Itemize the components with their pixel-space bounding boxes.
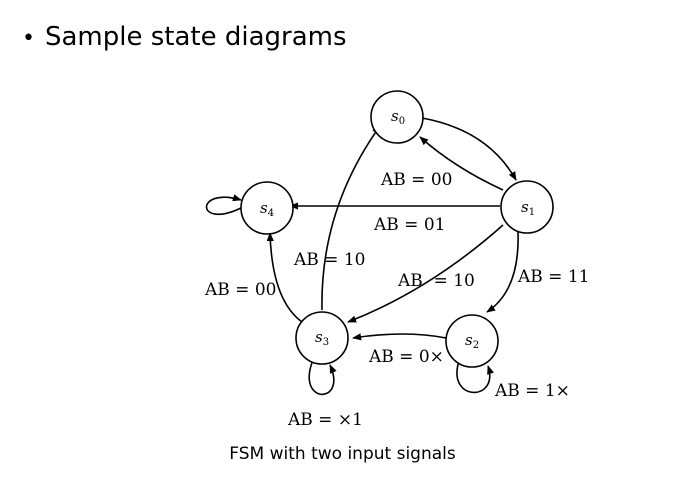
state-s4-label: s4	[260, 199, 274, 219]
edge-s2-self	[456, 360, 494, 394]
state-s3	[295, 311, 349, 365]
state-s0	[370, 90, 424, 144]
label-s3-s0: AB = 10	[293, 250, 365, 270]
slide-title-line: • Sample state diagrams	[22, 22, 347, 52]
label-s1-s2: AB = 11	[517, 267, 589, 287]
diagram-caption: FSM with two input signals	[229, 444, 456, 464]
label-s3-self: AB = ×1	[287, 410, 363, 430]
label-s3-s4: AB = 00	[204, 280, 276, 300]
state-s1	[500, 180, 554, 234]
edge-s1-s3	[347, 224, 504, 323]
label-s2-s3: AB = 0×	[368, 347, 444, 367]
bullet-icon: •	[22, 26, 35, 51]
edge-s2-s3	[352, 333, 447, 341]
edge-s1-s2	[486, 231, 519, 313]
edge-s4-self	[205, 194, 242, 215]
label-s1-s3: AB = 10	[397, 271, 475, 291]
edge-s3-self	[308, 359, 337, 396]
label-s1-s0: AB = 00	[380, 170, 452, 190]
slide-title: Sample state diagrams	[44, 22, 347, 52]
state-s2-label: s2	[465, 331, 479, 351]
edge-s1-s0	[419, 136, 504, 191]
edge-s3-s4	[266, 232, 303, 323]
edge-s0-s1	[421, 117, 517, 181]
state-s2	[445, 314, 499, 368]
label-s1-s4: AB = 01	[373, 215, 445, 235]
state-s3-label: s3	[315, 328, 329, 348]
state-s1-label: s1	[521, 198, 535, 218]
state-s4	[240, 181, 294, 235]
label-s2-self: AB = 1×	[494, 381, 570, 401]
state-s0-label: s0	[391, 107, 405, 127]
edge-s3-s0	[321, 125, 381, 311]
